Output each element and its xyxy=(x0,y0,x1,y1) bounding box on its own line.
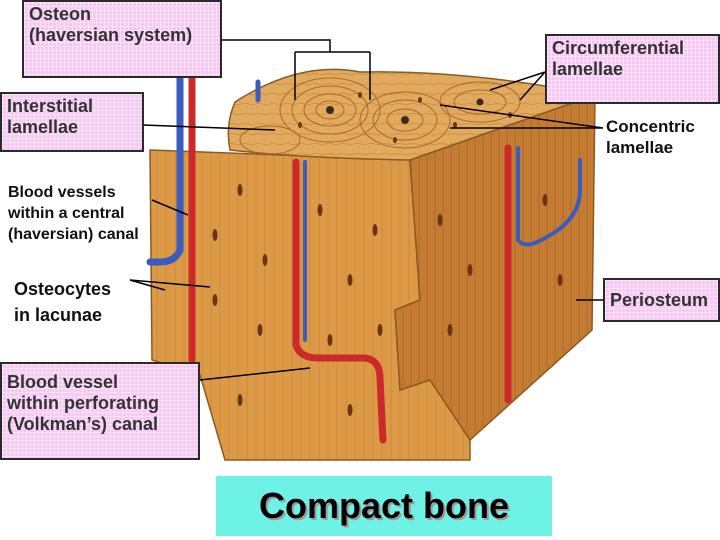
label-concentric-lamellae: Concentric lamellae xyxy=(606,116,695,158)
leader-lines xyxy=(129,39,606,381)
label-circumferential-line-1: Circumferential xyxy=(552,38,685,58)
osteocyte-lacunae xyxy=(177,92,563,416)
label-osteocytes: Osteocytes in lacunae xyxy=(14,276,111,328)
label-circumferential-line-2: lamellae xyxy=(552,59,624,79)
vessel-artery-center xyxy=(292,158,387,444)
label-interstitial-line-2: lamellae xyxy=(7,117,79,137)
label-concentric-line-2: lamellae xyxy=(606,138,674,157)
label-blood-vessels-central-canal: Blood vessels within a central (haversia… xyxy=(8,182,139,245)
label-osteon: Osteon (haversian system) xyxy=(22,0,222,78)
label-central-canal-line-3: (haversian) canal xyxy=(8,226,139,243)
label-osteon-line-1: Osteon xyxy=(29,4,92,24)
vessel-vein-right xyxy=(516,146,582,247)
label-osteocytes-line-2: in lacunae xyxy=(14,305,103,325)
label-perforating-line-1: Blood vessel xyxy=(7,372,119,392)
label-circumferential-lamellae: Circumferential lamellae xyxy=(545,34,720,104)
label-interstitial-lamellae: Interstitial lamellae xyxy=(0,92,144,152)
label-perforating-line-2: within perforating xyxy=(7,393,159,413)
slide-title: Compact bone xyxy=(216,476,552,536)
label-concentric-line-1: Concentric xyxy=(606,117,695,136)
label-interstitial-line-1: Interstitial xyxy=(7,96,94,116)
haversian-canals xyxy=(326,98,484,124)
label-osteocytes-line-1: Osteocytes xyxy=(14,279,112,299)
label-perforating-line-3: (Volkman’s) canal xyxy=(7,414,159,434)
label-central-canal-line-1: Blood vessels xyxy=(8,184,116,201)
label-osteon-line-2: (haversian system) xyxy=(29,25,193,45)
blood-vessels xyxy=(146,58,582,444)
label-blood-vessel-perforating-canal: Blood vessel within perforating (Volkman… xyxy=(0,362,200,460)
label-central-canal-line-2: within a central xyxy=(8,205,125,222)
osteon-rings xyxy=(239,77,521,155)
label-periosteum-line-1: Periosteum xyxy=(610,290,709,310)
label-periosteum: Periosteum xyxy=(603,278,720,322)
vessel-vein-left xyxy=(146,58,184,266)
bone-side-face xyxy=(394,93,596,442)
